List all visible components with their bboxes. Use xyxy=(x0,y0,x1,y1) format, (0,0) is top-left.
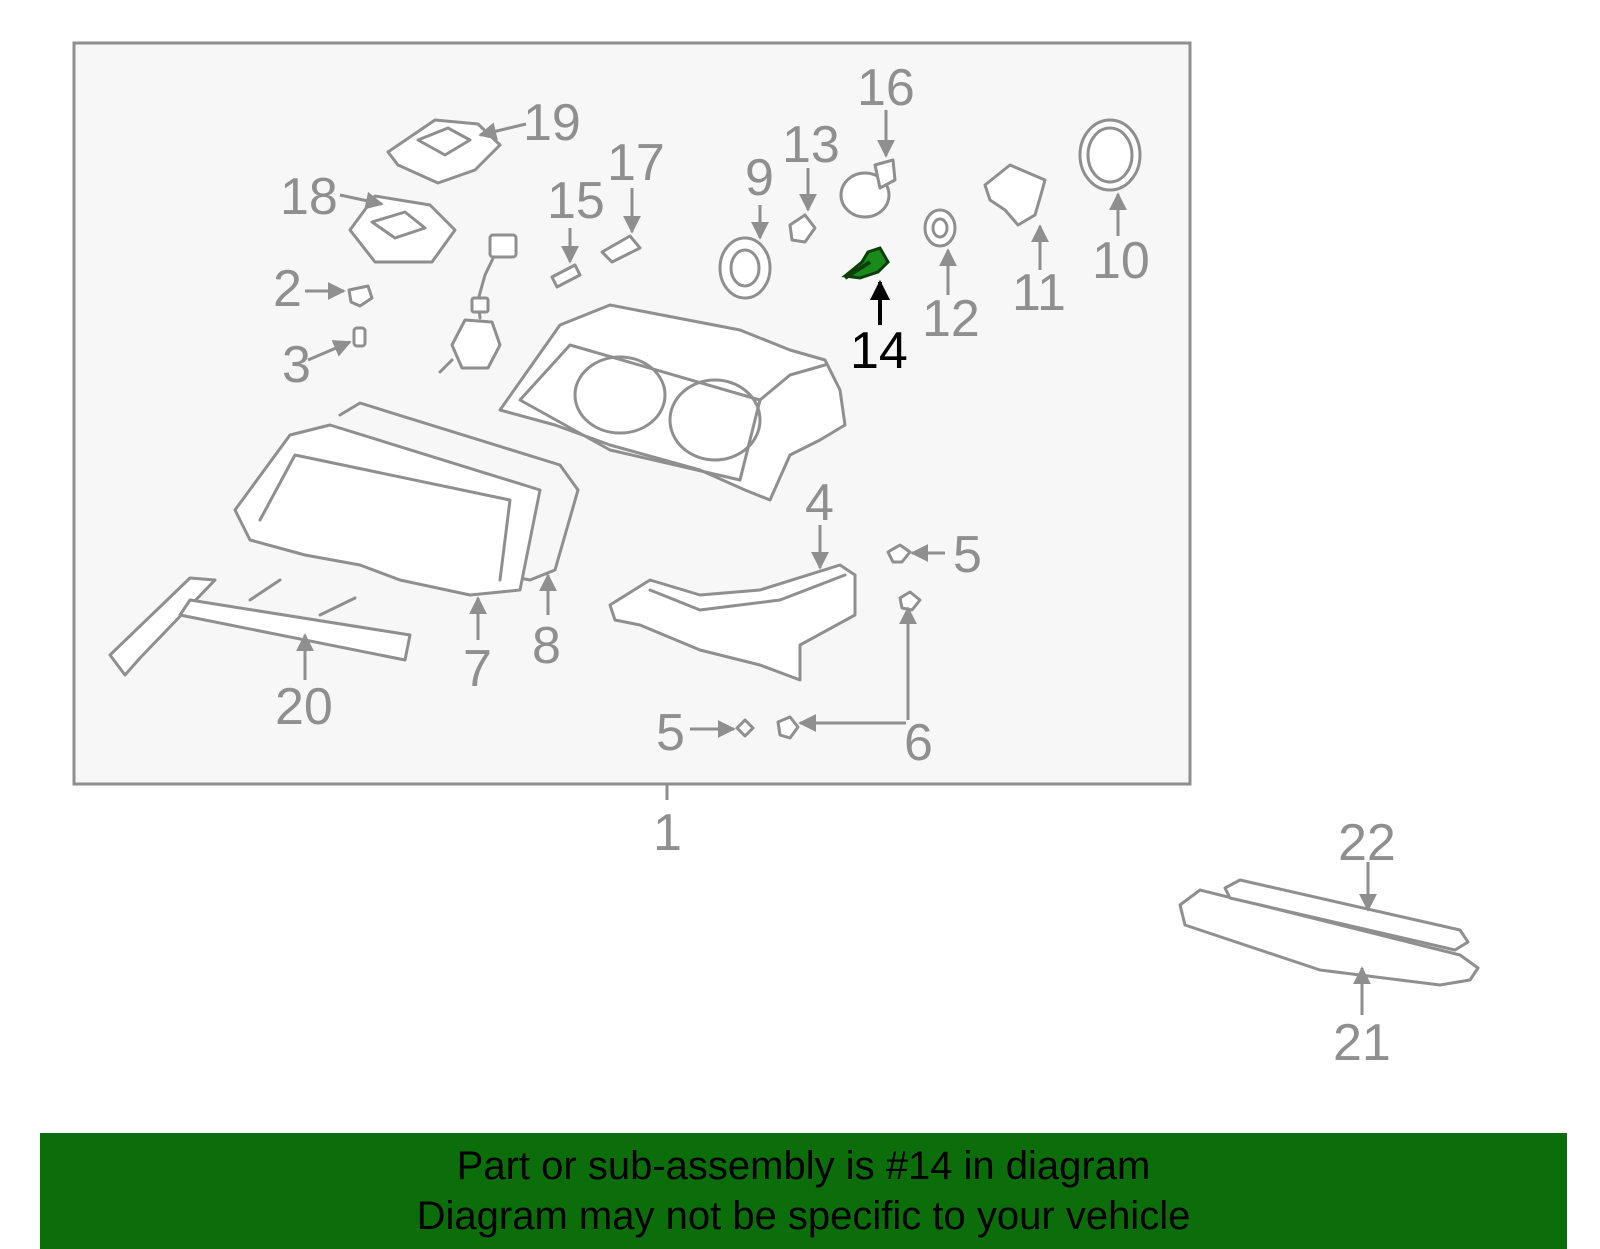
label-22: 22 xyxy=(1338,814,1396,872)
label-8: 8 xyxy=(532,617,561,675)
label-6-lower: 6 xyxy=(904,714,933,772)
label-21: 21 xyxy=(1333,1014,1391,1072)
part-4-shape[interactable] xyxy=(608,563,857,682)
part-19-shape[interactable] xyxy=(386,118,502,185)
part-7-shape[interactable] xyxy=(233,423,542,597)
label-11: 11 xyxy=(1012,264,1066,322)
part-20-shape[interactable] xyxy=(108,576,412,677)
banner-line-2: Diagram may not be specific to your vehi… xyxy=(416,1194,1191,1238)
part-5a-shape[interactable] xyxy=(886,543,912,564)
part-16-shape[interactable] xyxy=(839,158,897,219)
part-6b-shape[interactable] xyxy=(776,715,800,740)
part-12-shape[interactable] xyxy=(923,208,957,248)
label-20: 20 xyxy=(275,678,333,736)
info-banner: Part or sub-assembly is #14 in diagram D… xyxy=(40,1133,1567,1249)
callout-labels: 19 18 2 3 15 17 9 13 16 14 12 11 10 4 5 … xyxy=(273,59,1396,1072)
part-15-shape[interactable] xyxy=(550,263,582,289)
label-2: 2 xyxy=(273,260,302,318)
label-5-lower: 5 xyxy=(656,704,685,762)
label-19: 19 xyxy=(523,94,581,152)
label-7: 7 xyxy=(463,640,492,698)
label-18: 18 xyxy=(280,168,338,226)
part-11-shape[interactable] xyxy=(983,163,1047,227)
label-10: 10 xyxy=(1092,232,1150,290)
label-5-upper: 5 xyxy=(953,526,982,584)
label-9: 9 xyxy=(745,149,774,207)
label-13: 13 xyxy=(782,116,840,174)
label-4: 4 xyxy=(805,474,834,532)
part-22-shape[interactable] xyxy=(1223,878,1470,952)
part-2-shape[interactable] xyxy=(347,284,374,308)
label-17: 17 xyxy=(607,134,665,192)
part-14-shape[interactable] xyxy=(841,246,890,280)
part-3-shape[interactable] xyxy=(352,326,367,348)
label-1: 1 xyxy=(653,804,682,862)
part-9-shape[interactable] xyxy=(718,236,772,300)
headlamp-housing-shape[interactable] xyxy=(498,303,847,502)
part-5b-shape[interactable] xyxy=(735,718,755,738)
banner-line-1: Part or sub-assembly is #14 in diagram xyxy=(456,1144,1151,1188)
label-12: 12 xyxy=(922,290,980,348)
part-10-shape[interactable] xyxy=(1078,118,1142,192)
label-15: 15 xyxy=(547,172,605,230)
label-3: 3 xyxy=(282,336,311,394)
part-17-shape[interactable] xyxy=(600,234,642,264)
leveling-motor-shape[interactable] xyxy=(438,233,518,374)
leader-arrows xyxy=(296,110,1377,1015)
label-16: 16 xyxy=(857,59,915,117)
part-8-shape[interactable] xyxy=(338,401,580,582)
part-13-shape[interactable] xyxy=(788,213,817,244)
label-14: 14 xyxy=(850,322,908,380)
